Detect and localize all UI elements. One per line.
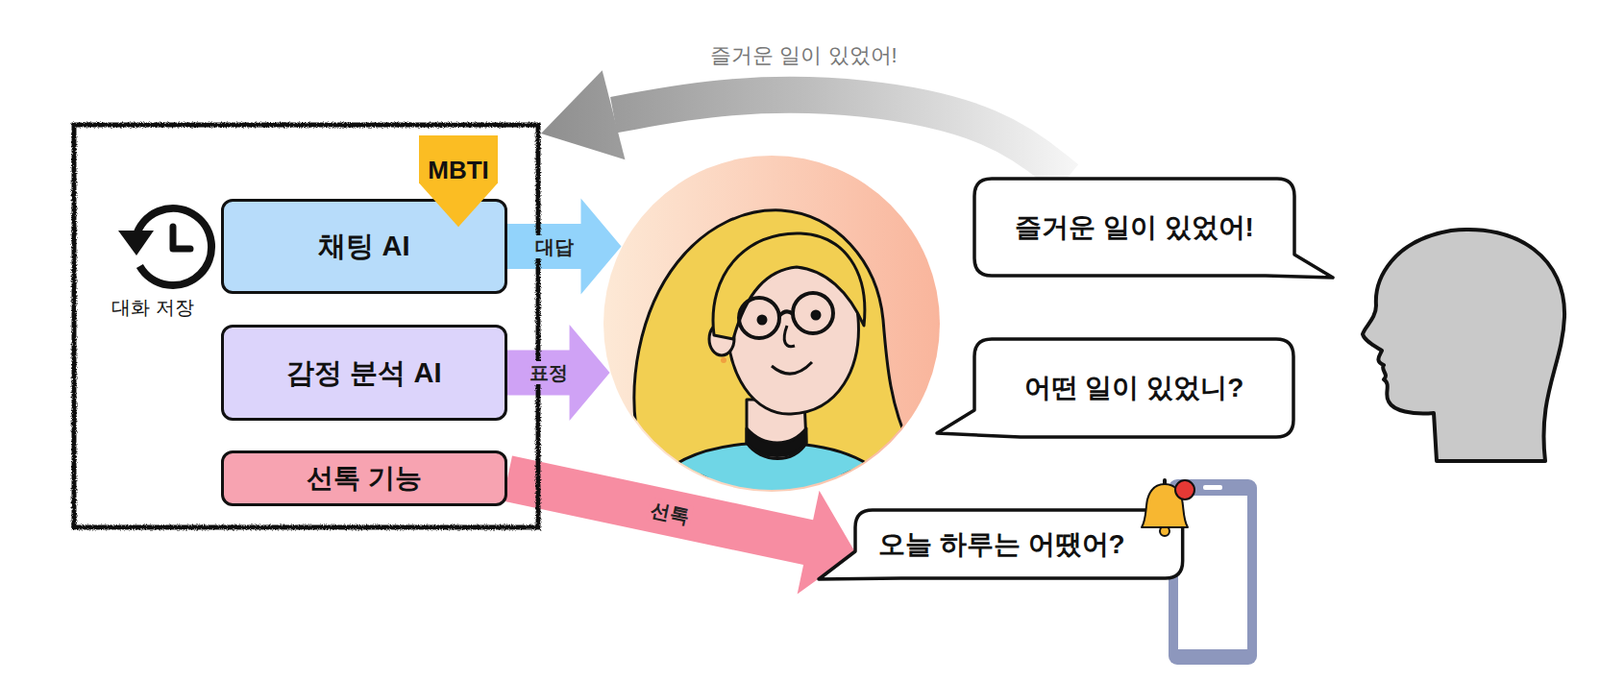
node-text: MBTI — [427, 155, 490, 186]
bell-knob — [1162, 480, 1167, 486]
edge-label: 대답 — [532, 235, 577, 259]
emotion-ai-box: 감정 분석 AI — [221, 324, 508, 421]
block-arrow — [507, 198, 621, 296]
bubble-outline — [974, 178, 1333, 278]
edge-label: 선톡 — [645, 496, 694, 529]
notification-bubble: 오늘 하루는 어땠어? — [855, 510, 1183, 579]
phone-screen — [1178, 495, 1248, 650]
notification-bell — [1141, 480, 1195, 537]
node-text: 감정 분석 AI — [286, 356, 442, 391]
node-text: 즐거운 일이 있었어! — [1014, 211, 1255, 245]
bubble-outline — [936, 339, 1294, 438]
panel-border — [73, 124, 539, 528]
speech-bubble: 즐거운 일이 있었어! — [974, 178, 1295, 276]
bell-body — [1141, 484, 1188, 528]
node-text: 채팅 AI — [318, 229, 410, 264]
proactive-message-box: 선톡 기능 — [221, 450, 508, 507]
edge-label: 표정 — [526, 361, 571, 385]
history-arrowhead — [118, 230, 154, 256]
system-panel: 채팅 AI MBTI 감정 분석 AI 선톡 기능 — [71, 122, 542, 531]
avatar-background — [603, 155, 940, 493]
connector-arrow — [507, 198, 621, 296]
bubble-outline — [818, 510, 1183, 580]
person-head — [1362, 229, 1565, 462]
avatar-circle — [602, 154, 941, 493]
tag-shape — [418, 135, 498, 227]
block-arrow — [507, 324, 611, 421]
avatar-figure — [634, 210, 911, 511]
node-text: 선톡 기능 — [306, 462, 422, 495]
bell-clapper — [1159, 526, 1170, 537]
feedback-arrowhead — [541, 70, 625, 160]
avatar-circle-shape — [602, 154, 941, 493]
history-icon — [118, 208, 212, 286]
mbti-tag: MBTI — [418, 135, 498, 227]
edge-label: 즐거운 일이 있었어! — [707, 43, 900, 69]
feedback-arrow-body — [614, 95, 1067, 179]
speech-bubble: 어떤 일이 있었니? — [974, 339, 1294, 438]
phone-speaker — [1203, 485, 1223, 491]
icon-caption: 대화 저장 — [111, 295, 195, 320]
node-text: 오늘 하루는 어땠어? — [878, 528, 1126, 562]
notification-dot — [1175, 480, 1195, 500]
connector-arrow — [507, 324, 611, 421]
clock-hands — [172, 226, 191, 249]
node-text: 어떤 일이 있었니? — [1024, 371, 1245, 405]
history-arc — [135, 208, 212, 286]
